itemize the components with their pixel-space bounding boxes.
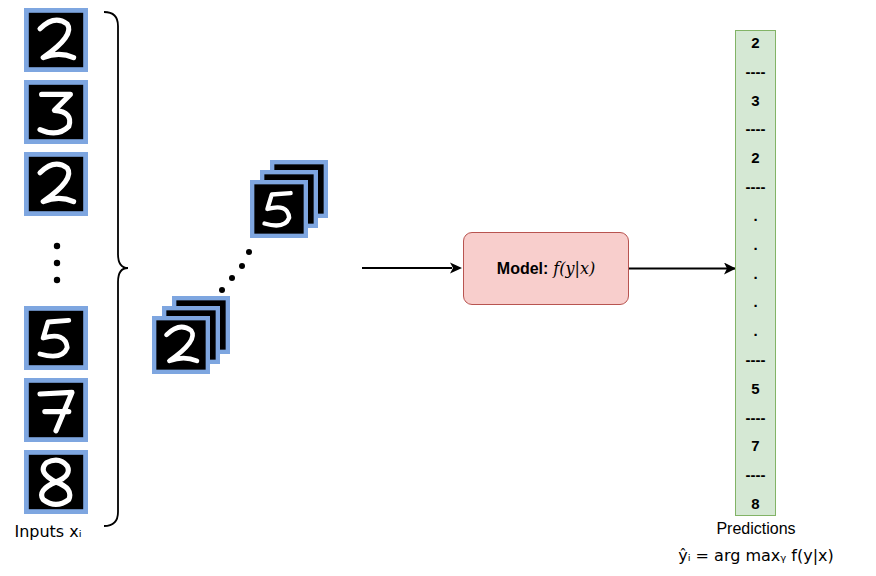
prediction-cell: . [753,293,757,310]
prediction-cell: . [753,265,757,282]
node-text: Model: [497,260,549,278]
prediction-cell: ---- [746,178,766,195]
input-label: Inputs xᵢ [14,522,81,541]
prediction-cell: 2 [751,34,759,51]
flow-arrow [629,268,735,270]
node-text: f(y|x) [553,259,595,278]
process-box: Model:f(y|x) [463,232,629,305]
prediction-column: 2 ---- 3 ---- 2 ----..... ---- 5 ---- 7 ---- 8 [735,30,776,516]
prediction-formula: ŷᵢ = arg maxᵧ f(y|x) [678,546,834,565]
prediction-cell: 7 [751,437,759,454]
prediction-cell: ---- [746,409,766,426]
prediction-cell: 2 [751,149,759,166]
prediction-cell: ---- [746,351,766,368]
prediction-cell: 3 [751,92,759,109]
prediction-cell: ---- [746,63,766,80]
prediction-cell: 5 [751,380,759,397]
prediction-cell: 8 [751,495,759,512]
column-heading: Predictions [716,520,795,538]
prediction-cell: . [753,322,757,339]
prediction-cell: ---- [746,120,766,137]
prediction-cell: . [753,207,757,224]
prediction-cell: ---- [746,466,766,483]
prediction-cell: . [753,236,757,253]
